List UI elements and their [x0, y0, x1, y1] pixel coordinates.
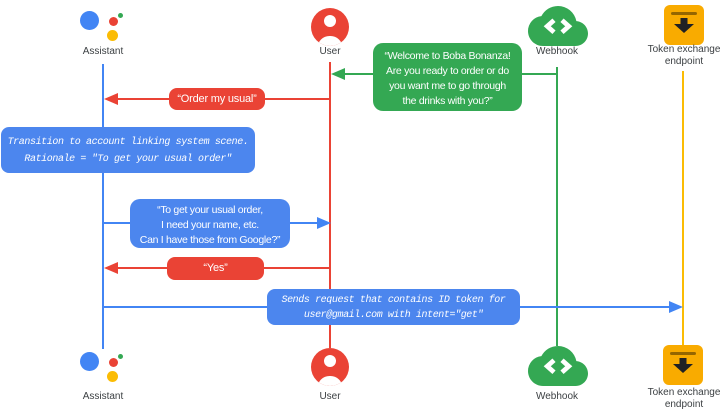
lifeline-webhook: [556, 67, 558, 346]
message-welcome-line1: “Welcome to Boba Bonanza!: [384, 50, 511, 62]
note-send-request: Sends request that contains ID token for…: [267, 289, 520, 325]
actor-label-webhook-bottom: Webhook: [535, 391, 579, 402]
actor-label-webhook-top: Webhook: [535, 46, 579, 57]
actor-label-token-top: Token exchange endpoint: [638, 44, 725, 68]
message-welcome-line2: Are you ready to order or do: [386, 65, 509, 77]
lifeline-user: [329, 62, 331, 348]
actor-label-token-bottom-line2: endpoint: [664, 399, 704, 410]
note-transition-line2: Rationale = "To get your usual order": [24, 154, 232, 165]
message-order-my-usual: “Order my usual”: [169, 88, 265, 110]
token-endpoint-icon: [664, 5, 704, 45]
arrow-ask-head-right: [317, 217, 331, 229]
message-welcome-line3: you want me to go through: [389, 80, 506, 92]
user-icon-head: [324, 15, 336, 27]
arrow-welcome-head-left: [331, 68, 345, 80]
webhook-cloud-icon: [528, 5, 588, 46]
user-icon-bottom: [311, 348, 349, 386]
arrow-send-head-right: [669, 301, 683, 313]
actor-label-user-bottom: User: [319, 391, 341, 402]
token-endpoint-icon-arrow-stem: [680, 18, 688, 25]
assistant-logo-red-circle: [108, 16, 118, 26]
actor-label-token-bottom-line1: Token exchange: [647, 387, 721, 398]
actor-label-token-bottom: Token exchange endpoint: [638, 387, 725, 411]
assistant-logo-yellow-circle: [107, 29, 118, 41]
lifeline-assistant: [102, 64, 104, 349]
token-endpoint-icon-arrow-head: [673, 364, 693, 373]
message-welcome: “Welcome to Boba Bonanza! Are you ready …: [373, 43, 522, 111]
assistant-logo-blue-circle: [79, 351, 99, 371]
token-endpoint-icon-arrow-stem: [679, 358, 687, 365]
actor-label-assistant-top: Assistant: [82, 46, 124, 57]
message-yes: “Yes”: [167, 257, 264, 280]
assistant-logo-red-circle: [108, 357, 118, 367]
message-ask-permission: “To get your usual order, I need your na…: [130, 199, 290, 248]
assistant-logo-yellow-circle: [107, 370, 118, 382]
assistant-logo-icon-bottom: [79, 349, 126, 389]
user-icon: [311, 8, 349, 46]
message-ask-line3: Can I have those from Google?”: [139, 234, 281, 246]
assistant-logo-green-circle: [118, 13, 123, 18]
assistant-logo-icon: [79, 8, 126, 48]
token-endpoint-icon-slot: [670, 352, 696, 355]
actor-label-token-top-line2: endpoint: [664, 56, 704, 67]
note-send-line1: Sends request that contains ID token for: [281, 295, 506, 306]
note-transition-line1: Transition to account linking system sce…: [7, 137, 249, 148]
user-icon-head: [324, 355, 336, 367]
actor-label-token-top-line1: Token exchange: [647, 44, 721, 55]
note-transition-account-linking: Transition to account linking system sce…: [1, 127, 255, 173]
token-endpoint-icon-bottom: [663, 345, 703, 385]
webhook-cloud-icon-bottom: [528, 346, 588, 386]
note-send-line2: user@gmail.com with intent="get": [303, 310, 484, 321]
token-endpoint-icon-arrow-head: [674, 24, 694, 33]
lifeline-token-endpoint: [682, 71, 684, 345]
actor-label-user-top: User: [319, 46, 341, 57]
actor-label-assistant-bottom: Assistant: [82, 391, 124, 402]
message-ask-line2: I need your name, etc.: [161, 219, 259, 231]
assistant-logo-blue-circle: [79, 10, 99, 30]
arrow-yes-head-left: [104, 262, 118, 274]
token-endpoint-icon-slot: [671, 12, 697, 15]
user-icon-body: [317, 36, 343, 46]
arrow-order-head-left: [104, 93, 118, 105]
message-ask-line1: “To get your usual order,: [157, 204, 263, 216]
message-welcome-line4: the drinks with you?”: [402, 95, 493, 107]
assistant-logo-green-circle: [118, 354, 123, 359]
user-icon-body: [317, 376, 343, 386]
